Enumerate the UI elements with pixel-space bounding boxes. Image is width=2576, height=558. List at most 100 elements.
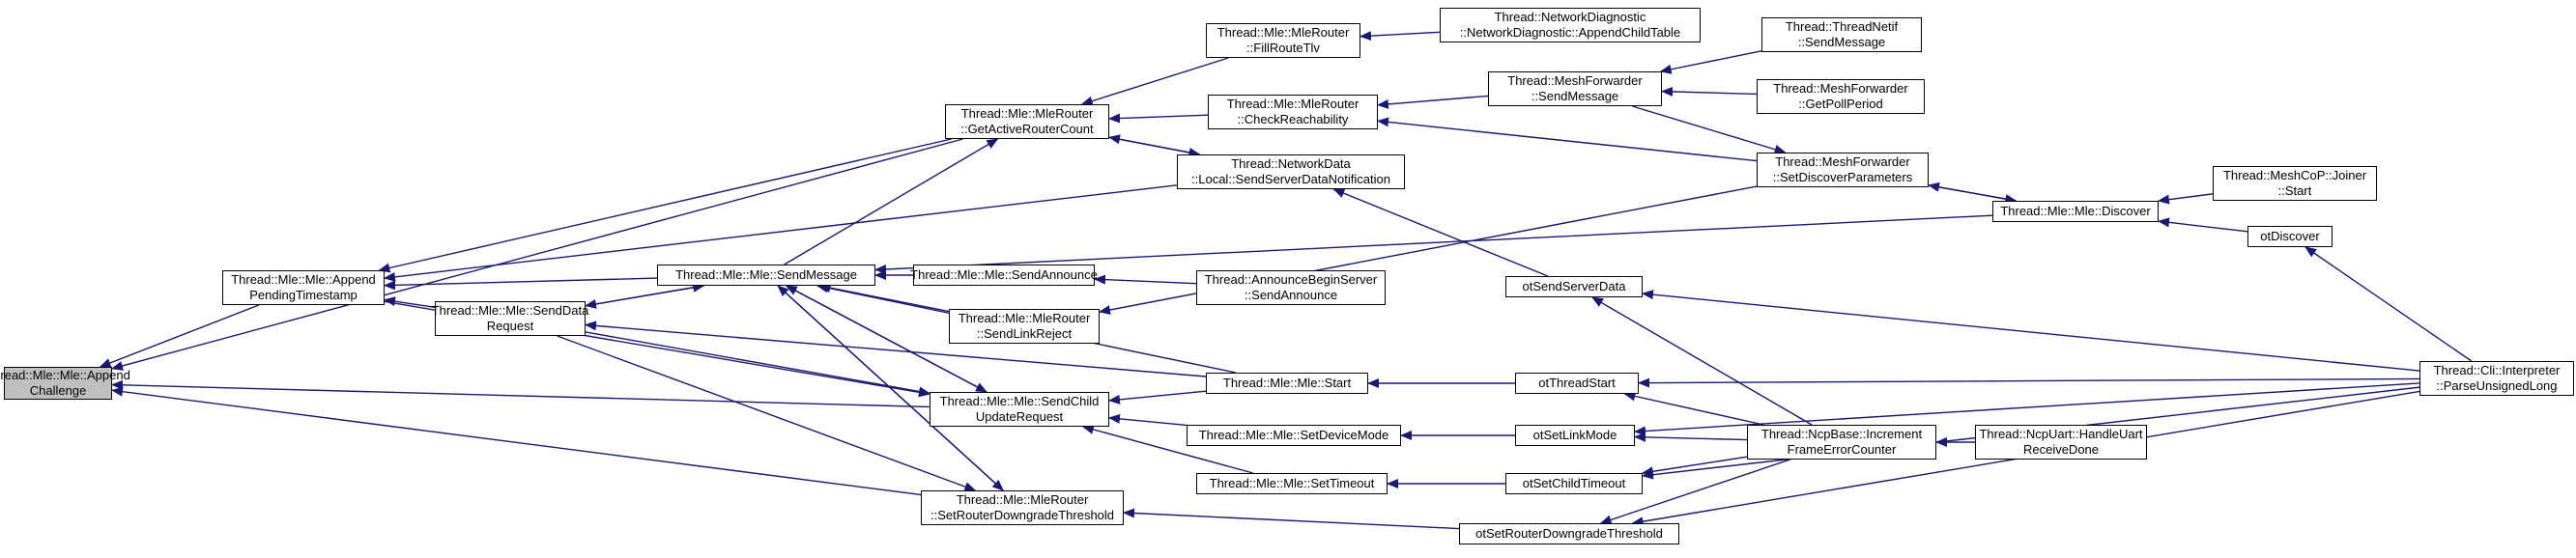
call-edge-n15-to-n13 — [1377, 95, 1489, 109]
function-node[interactable]: Thread::MeshForwarder::GetPollPeriod — [1757, 79, 1925, 114]
call-edge-n4-to-n6 — [777, 285, 1004, 491]
function-node-label: ::GetPollPeriod — [1798, 97, 1883, 111]
function-node[interactable]: Thread::ThreadNetif::SendMessage — [1761, 17, 1922, 52]
call-edge-n3-to-n6 — [785, 285, 987, 393]
call-edge-n1-to-n0 — [99, 304, 260, 368]
function-node[interactable]: otThreadStart — [1515, 373, 1639, 394]
function-node-label: FrameErrorCounter — [1787, 442, 1897, 457]
function-node-label: otThreadStart — [1538, 376, 1616, 390]
call-edge-n22-to-n7 — [1332, 188, 1549, 277]
function-node-label: otSendServerData — [1522, 279, 1626, 293]
function-node-label: Thread::Mle::Mle::SendMessage — [675, 267, 857, 282]
function-node-label: Thread::Mle::MleRouter — [1226, 97, 1360, 111]
function-node-label: ::SendAnnounce — [1244, 288, 1338, 302]
function-node[interactable]: Thread::NetworkDiagnostic::NetworkDiagno… — [1440, 8, 1701, 42]
function-node[interactable]: Thread::Mle::Mle::Discover — [1992, 201, 2159, 222]
function-node-label: otSetLinkMode — [1532, 428, 1617, 442]
function-node[interactable]: Thread::Mle::Mle::Start — [1206, 373, 1368, 394]
call-edge-n4-to-n0 — [111, 386, 922, 496]
function-node[interactable]: otDiscover — [2247, 226, 2333, 247]
function-node-label: ::FillRouteTlv — [1246, 41, 1320, 55]
function-node[interactable]: Thread::MeshForwarder::SendMessage — [1488, 71, 1662, 106]
function-node-label: ::CheckReachability — [1237, 112, 1349, 126]
function-node-label: Thread::Mle::Mle::Append — [0, 368, 130, 382]
call-edge-n21-to-n22 — [1642, 290, 2420, 372]
function-node[interactable]: Thread::Mle::Mle::SendMessage — [657, 265, 875, 286]
function-node-label: PendingTimestamp — [249, 288, 358, 302]
call-edge-n2-to-n0 — [111, 138, 963, 371]
function-node-label: Thread::AnnounceBeginServer — [1204, 272, 1378, 287]
function-node[interactable]: otSetRouterDowngradeThreshold — [1459, 523, 1679, 544]
call-edge-n16-to-n13 — [1377, 117, 1758, 162]
function-node[interactable]: Thread::AnnounceBeginServer::SendAnnounc… — [1196, 270, 1386, 305]
function-node-label: Challenge — [29, 383, 87, 398]
call-edge-n5-to-n4 — [557, 335, 977, 491]
call-edge-n31-to-n4 — [1123, 508, 1460, 530]
function-node[interactable]: otSetLinkMode — [1515, 425, 1635, 446]
function-node[interactable]: Thread::MeshForwarder::SetDiscoverParame… — [1757, 153, 1929, 187]
call-edge-n18-to-n15 — [1661, 86, 1758, 97]
call-edge-n8-to-n6 — [874, 214, 1993, 274]
call-edge-n23-to-n31 — [1599, 459, 1790, 525]
call-edge-n20-to-n8 — [2158, 217, 2248, 233]
function-node[interactable]: otSetChildTimeout — [1505, 473, 1643, 494]
function-node-label: ReceiveDone — [2022, 442, 2100, 457]
call-edge-n2-to-n7 — [1108, 136, 1201, 157]
function-node-label: Thread::NcpUart::HandleUart — [1979, 427, 2143, 441]
function-node-label: UpdateRequest — [975, 409, 1064, 424]
function-node-label: Thread::Mle::Mle::SendAnnounce — [910, 267, 1098, 282]
function-node-label: ::NetworkDiagnostic::AppendChildTable — [1459, 25, 1681, 40]
function-node[interactable]: Thread::Mle::Mle::SetDeviceMode — [1187, 425, 1401, 446]
function-node-label: ::SendLinkReject — [976, 326, 1073, 341]
function-node[interactable]: Thread::MeshCoP::Joiner::Start — [2213, 166, 2377, 201]
function-node-label: ::GetActiveRouterCount — [960, 122, 1094, 136]
function-node-label: Thread::MeshForwarder — [1775, 154, 1910, 169]
call-edge-n17-to-n15 — [1659, 50, 1762, 74]
function-node[interactable]: Thread::Mle::MleRouter::GetActiveRouterC… — [945, 104, 1109, 139]
function-node[interactable]: Thread::Mle::MleRouter::FillRouteTlv — [1206, 23, 1360, 58]
function-node-label: otSetChildTimeout — [1522, 476, 1626, 490]
function-node[interactable]: Thread::NetworkData::Local::SendServerDa… — [1177, 154, 1405, 189]
function-node-label: Thread::Mle::MleRouter — [956, 492, 1089, 507]
call-edge-n11-to-n3 — [1108, 390, 1207, 405]
function-node-label: otSetRouterDowngradeThreshold — [1475, 526, 1663, 541]
function-node[interactable]: Thread::Cli::Interpreter::ParseUnsignedL… — [2419, 361, 2574, 396]
call-edge-n24-to-n9 — [1094, 274, 1197, 285]
call-edge-n6-to-n1 — [384, 277, 658, 291]
function-node-label: Thread::NetworkDiagnostic — [1494, 10, 1646, 24]
function-node-label: Thread::NetworkData — [1231, 156, 1351, 171]
call-edge-n23-to-n27 — [1634, 432, 1748, 442]
function-node[interactable]: Thread::Mle::Mle::SendAnnounce — [910, 265, 1098, 286]
call-edge-n26-to-n3 — [1108, 413, 1188, 427]
function-node-label: Thread::Mle::Mle::Discover — [2000, 204, 2151, 218]
function-node-label: Thread::ThreadNetif — [1785, 19, 1899, 34]
call-edge-n13-to-n2 — [1108, 113, 1209, 124]
function-node-label: Thread::Mle::MleRouter — [1216, 25, 1350, 40]
function-node-label: Thread::Mle::Mle::Append — [231, 272, 376, 287]
function-node-label: Thread::Mle::Mle::SetTimeout — [1209, 476, 1375, 490]
call-edge-n23-to-n30 — [1641, 456, 1748, 477]
call-edge-n19-to-n8 — [2158, 193, 2214, 205]
function-node[interactable]: otSendServerData — [1505, 276, 1643, 297]
function-node-label: Thread::MeshCoP::Joiner — [2222, 168, 2367, 182]
function-node-label: ::ParseUnsignedLong — [2436, 378, 2558, 393]
function-node[interactable]: Thread::Mle::MleRouter::SendLinkReject — [949, 309, 1100, 344]
function-node[interactable]: Thread::Mle::MleRouter::CheckReachabilit… — [1208, 95, 1378, 129]
call-edge-n14-to-n12 — [1360, 31, 1441, 42]
call-edge-n5-to-n3 — [585, 331, 930, 397]
function-node-label: ::Local::SendServerDataNotification — [1191, 172, 1390, 186]
function-node-label: otDiscover — [2260, 229, 2320, 243]
function-node[interactable]: Thread::Mle::MleRouter::SetRouterDowngra… — [921, 490, 1124, 525]
function-node[interactable]: Thread::Mle::Mle::SetTimeout — [1196, 473, 1388, 494]
call-edge-n21-to-n27 — [1634, 382, 2420, 436]
call-edge-n21-to-n20 — [2304, 246, 2473, 362]
call-edge-n7-to-n1 — [384, 184, 1178, 282]
call-edge-n10-to-n6 — [818, 283, 950, 313]
